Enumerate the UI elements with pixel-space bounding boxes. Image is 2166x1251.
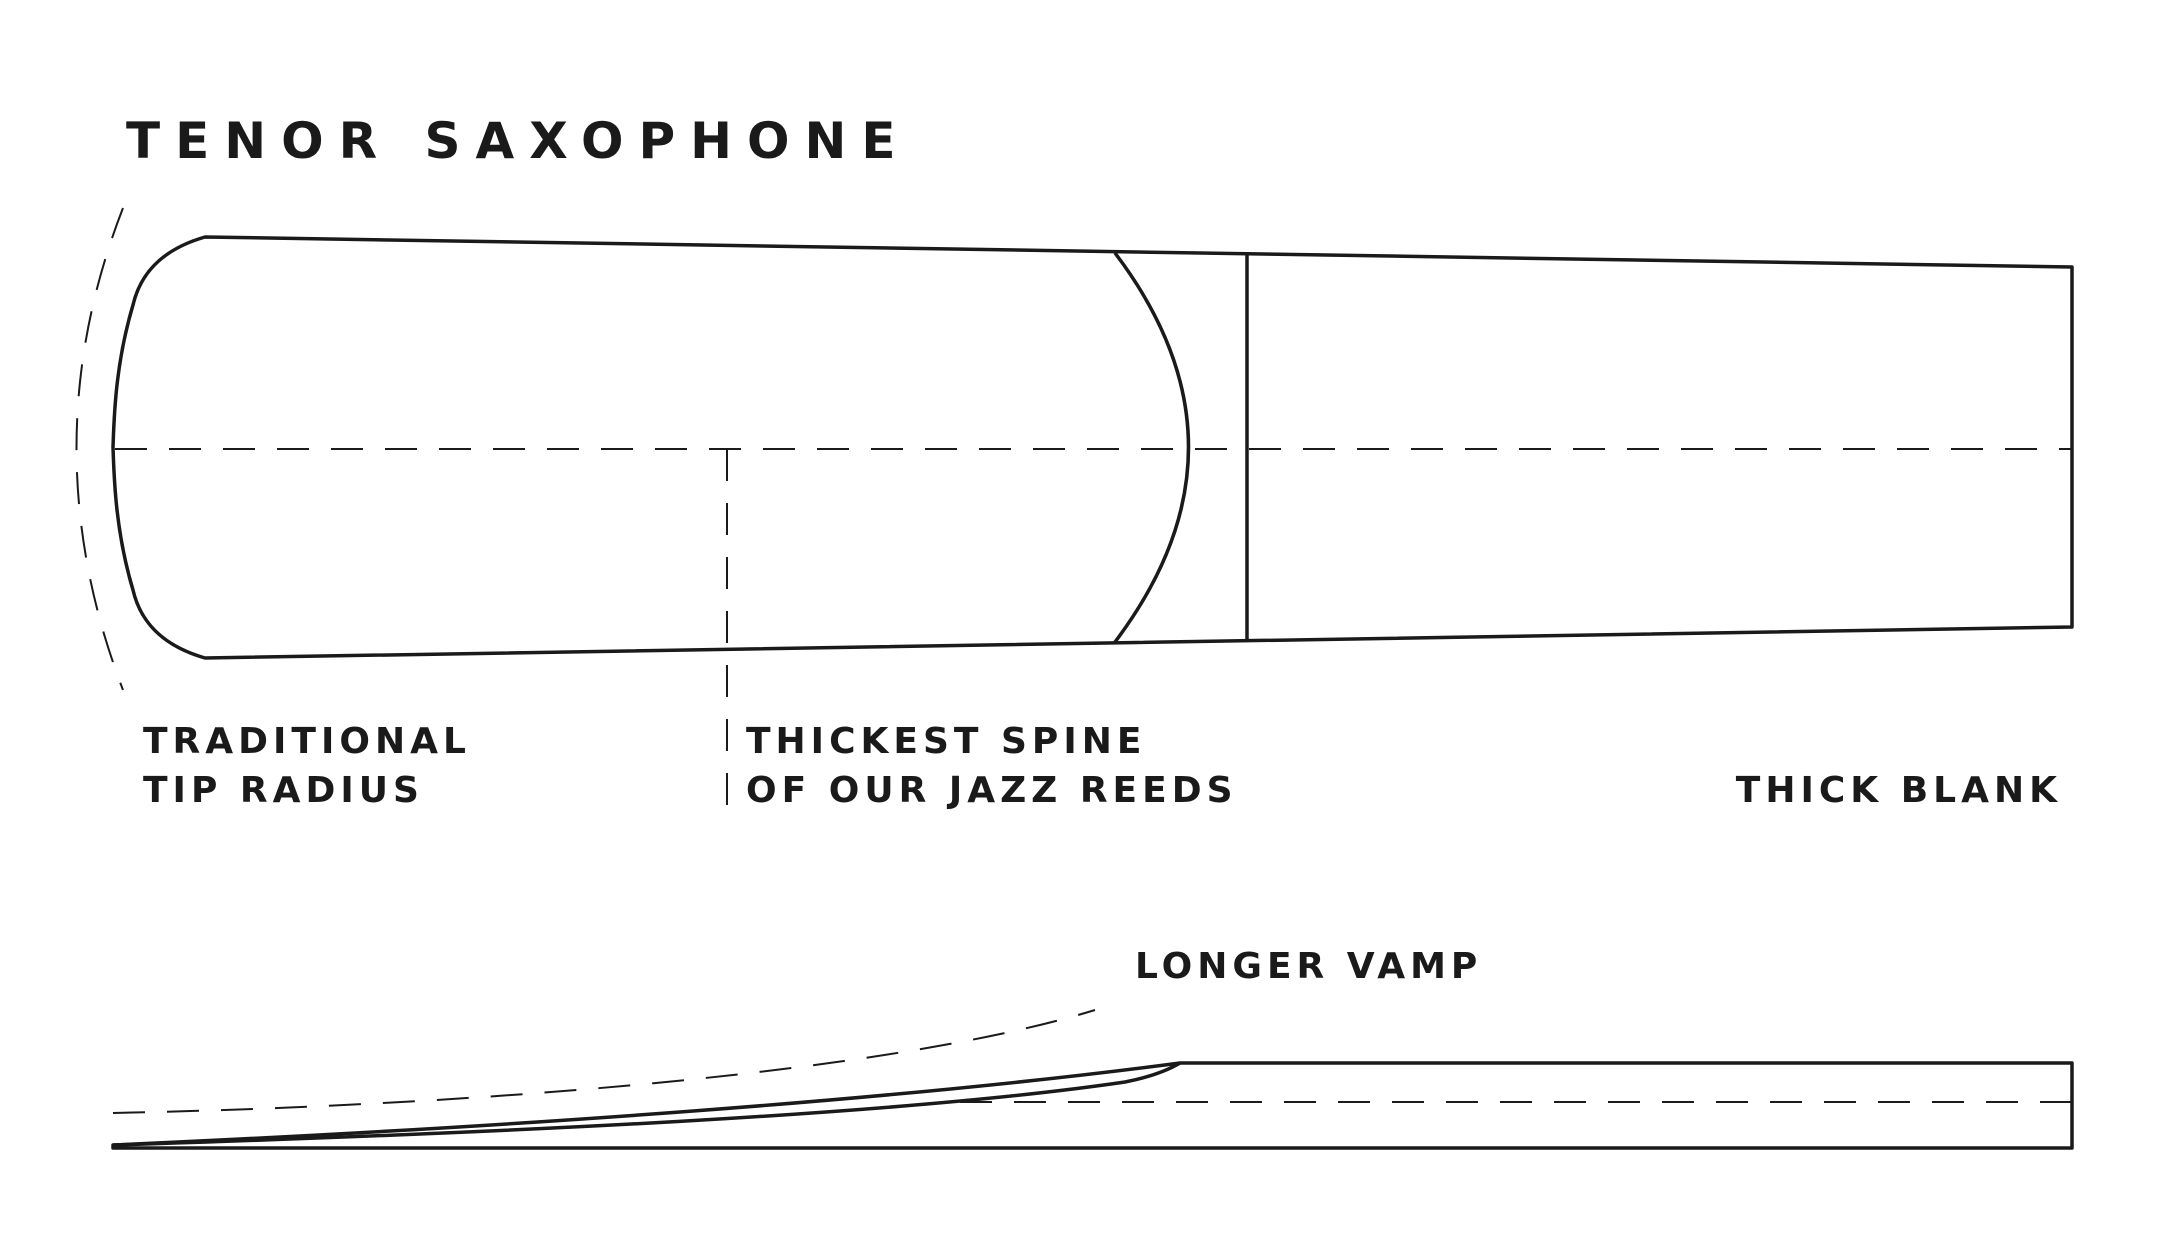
spine-label: THICKEST SPINE OF OUR JAZZ REEDS xyxy=(746,721,1238,811)
longer-vamp-label: LONGER VAMP xyxy=(1135,946,1482,987)
reed-side-view xyxy=(111,1009,2074,1150)
diagram-title: TENOR SAXOPHONE xyxy=(126,112,911,170)
traditional-tip-arc xyxy=(75,207,124,691)
tip-radius-label: TRADITIONAL TIP RADIUS xyxy=(143,721,488,811)
reed-outline xyxy=(111,235,2074,660)
reed-side-outline xyxy=(111,1061,2074,1150)
reed-top-view xyxy=(75,207,2074,810)
thick-blank-label: THICK BLANK xyxy=(1736,770,2062,811)
vamp-cut-curve xyxy=(1113,251,1191,644)
vamp-inner-line xyxy=(112,1061,1181,1147)
comparison-profile-dashed xyxy=(112,1009,1096,1114)
